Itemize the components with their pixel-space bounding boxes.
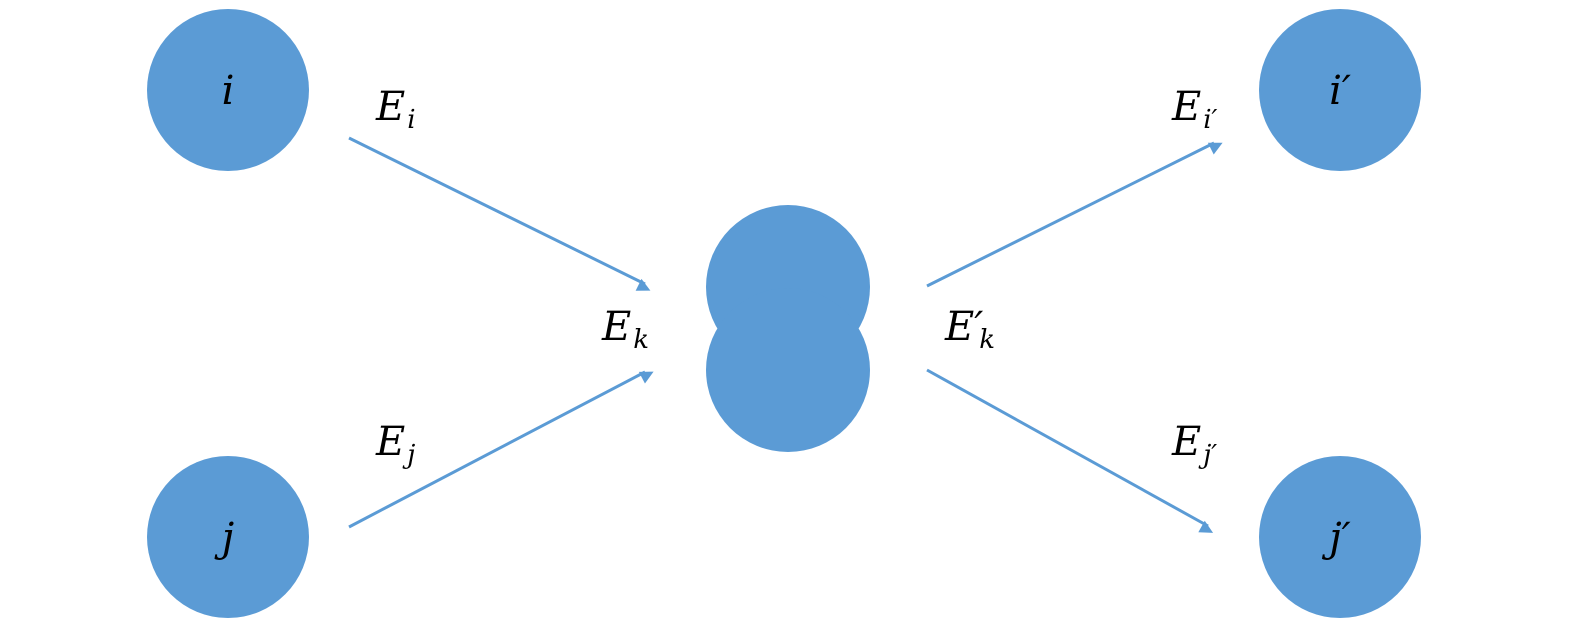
node-j: j [147,456,309,618]
merged-node [706,205,870,452]
label-E-j-prime: Ej′ [1171,419,1217,470]
edge-i-prime-arrow [926,141,1223,288]
node-i-label: i [222,68,235,114]
edge-i-arrow [348,136,651,291]
node-i-prime: i′ [1259,9,1421,171]
edge-j-arrow [348,370,654,529]
node-i-prime-label: i′ [1329,68,1351,114]
label-E-i: Ei [375,84,416,135]
node-i: i [147,9,309,171]
label-E-k-prime: E′k [944,304,995,355]
edge-j-prime-arrow [926,368,1214,533]
label-E-j: Ej [375,419,415,470]
label-E-k: Ek [601,304,649,355]
node-j-prime: j′ [1259,456,1421,618]
label-E-i-prime: Ei′ [1171,84,1218,135]
